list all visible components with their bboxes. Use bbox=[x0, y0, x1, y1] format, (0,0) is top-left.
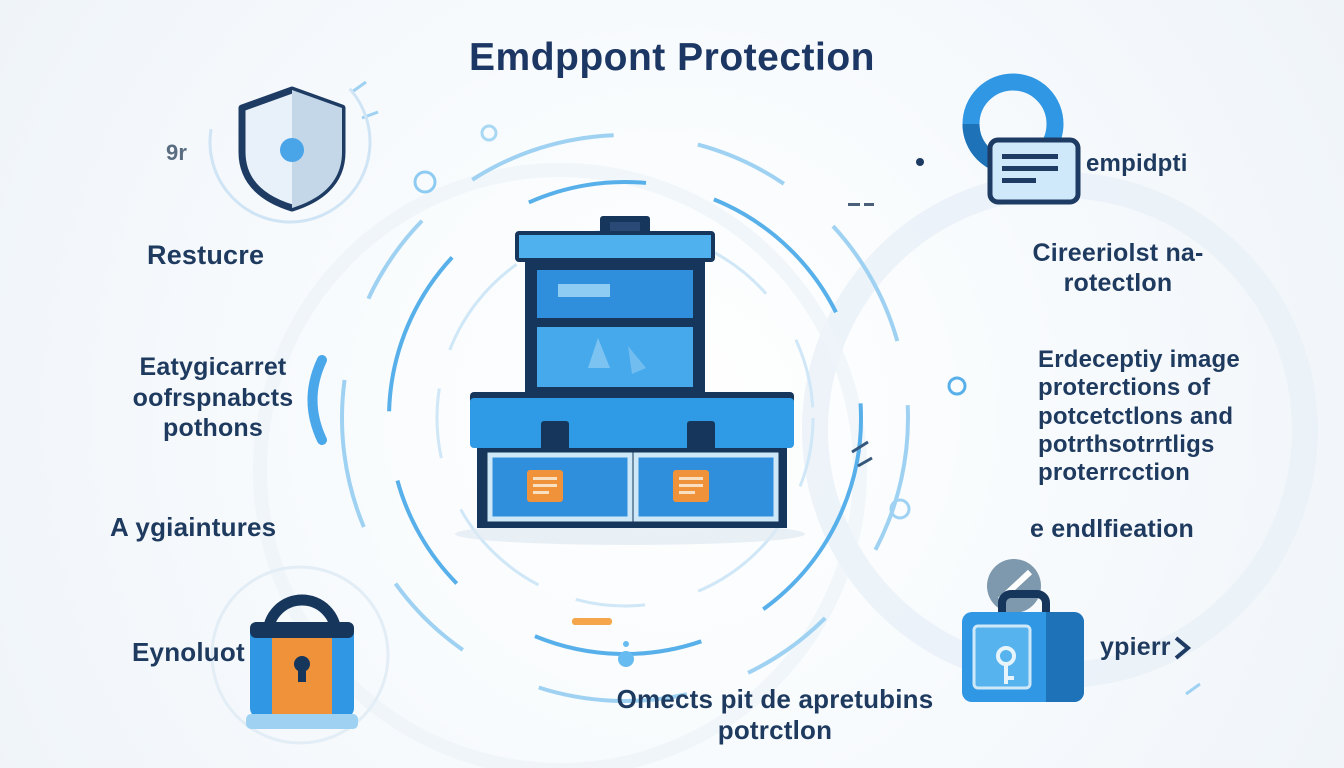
left-label-features: Eatygicarret oofrspnabcts pothons bbox=[132, 353, 294, 442]
left-label-signatures: A ygiaintures bbox=[110, 512, 277, 542]
right-lock-label: empidpti bbox=[1086, 150, 1188, 177]
left-label-eynoluot: Eynoluot bbox=[132, 637, 245, 667]
folder-icon bbox=[527, 470, 563, 502]
toolbox-illustration bbox=[455, 216, 805, 545]
folder-icon bbox=[673, 470, 709, 502]
padlock-card-icon bbox=[962, 73, 1081, 205]
chevron-right-icon bbox=[1174, 636, 1192, 660]
briefcase-key-icon bbox=[962, 590, 1084, 702]
right-label-ypierr: ypierr bbox=[1100, 633, 1171, 661]
right-label-checklist: Cireeriolst na- rotectlon bbox=[1032, 239, 1204, 297]
page-title: Emdppont Protection bbox=[469, 36, 875, 79]
right-label-identification: e endlfieation bbox=[1030, 515, 1194, 543]
decorative-dots bbox=[351, 80, 1201, 696]
shield-icon bbox=[208, 60, 372, 224]
bottom-caption: Omects pit de apretubins potrctlon bbox=[616, 684, 934, 746]
left-label-restucre: Restucre bbox=[147, 240, 265, 270]
slash-circle-icon bbox=[987, 559, 1041, 613]
left-tick-label: 9r bbox=[166, 140, 188, 165]
right-label-paragraph: Erdeceptiy image proterctions of potcetc… bbox=[1038, 346, 1240, 487]
lock-bag-icon bbox=[210, 565, 390, 745]
